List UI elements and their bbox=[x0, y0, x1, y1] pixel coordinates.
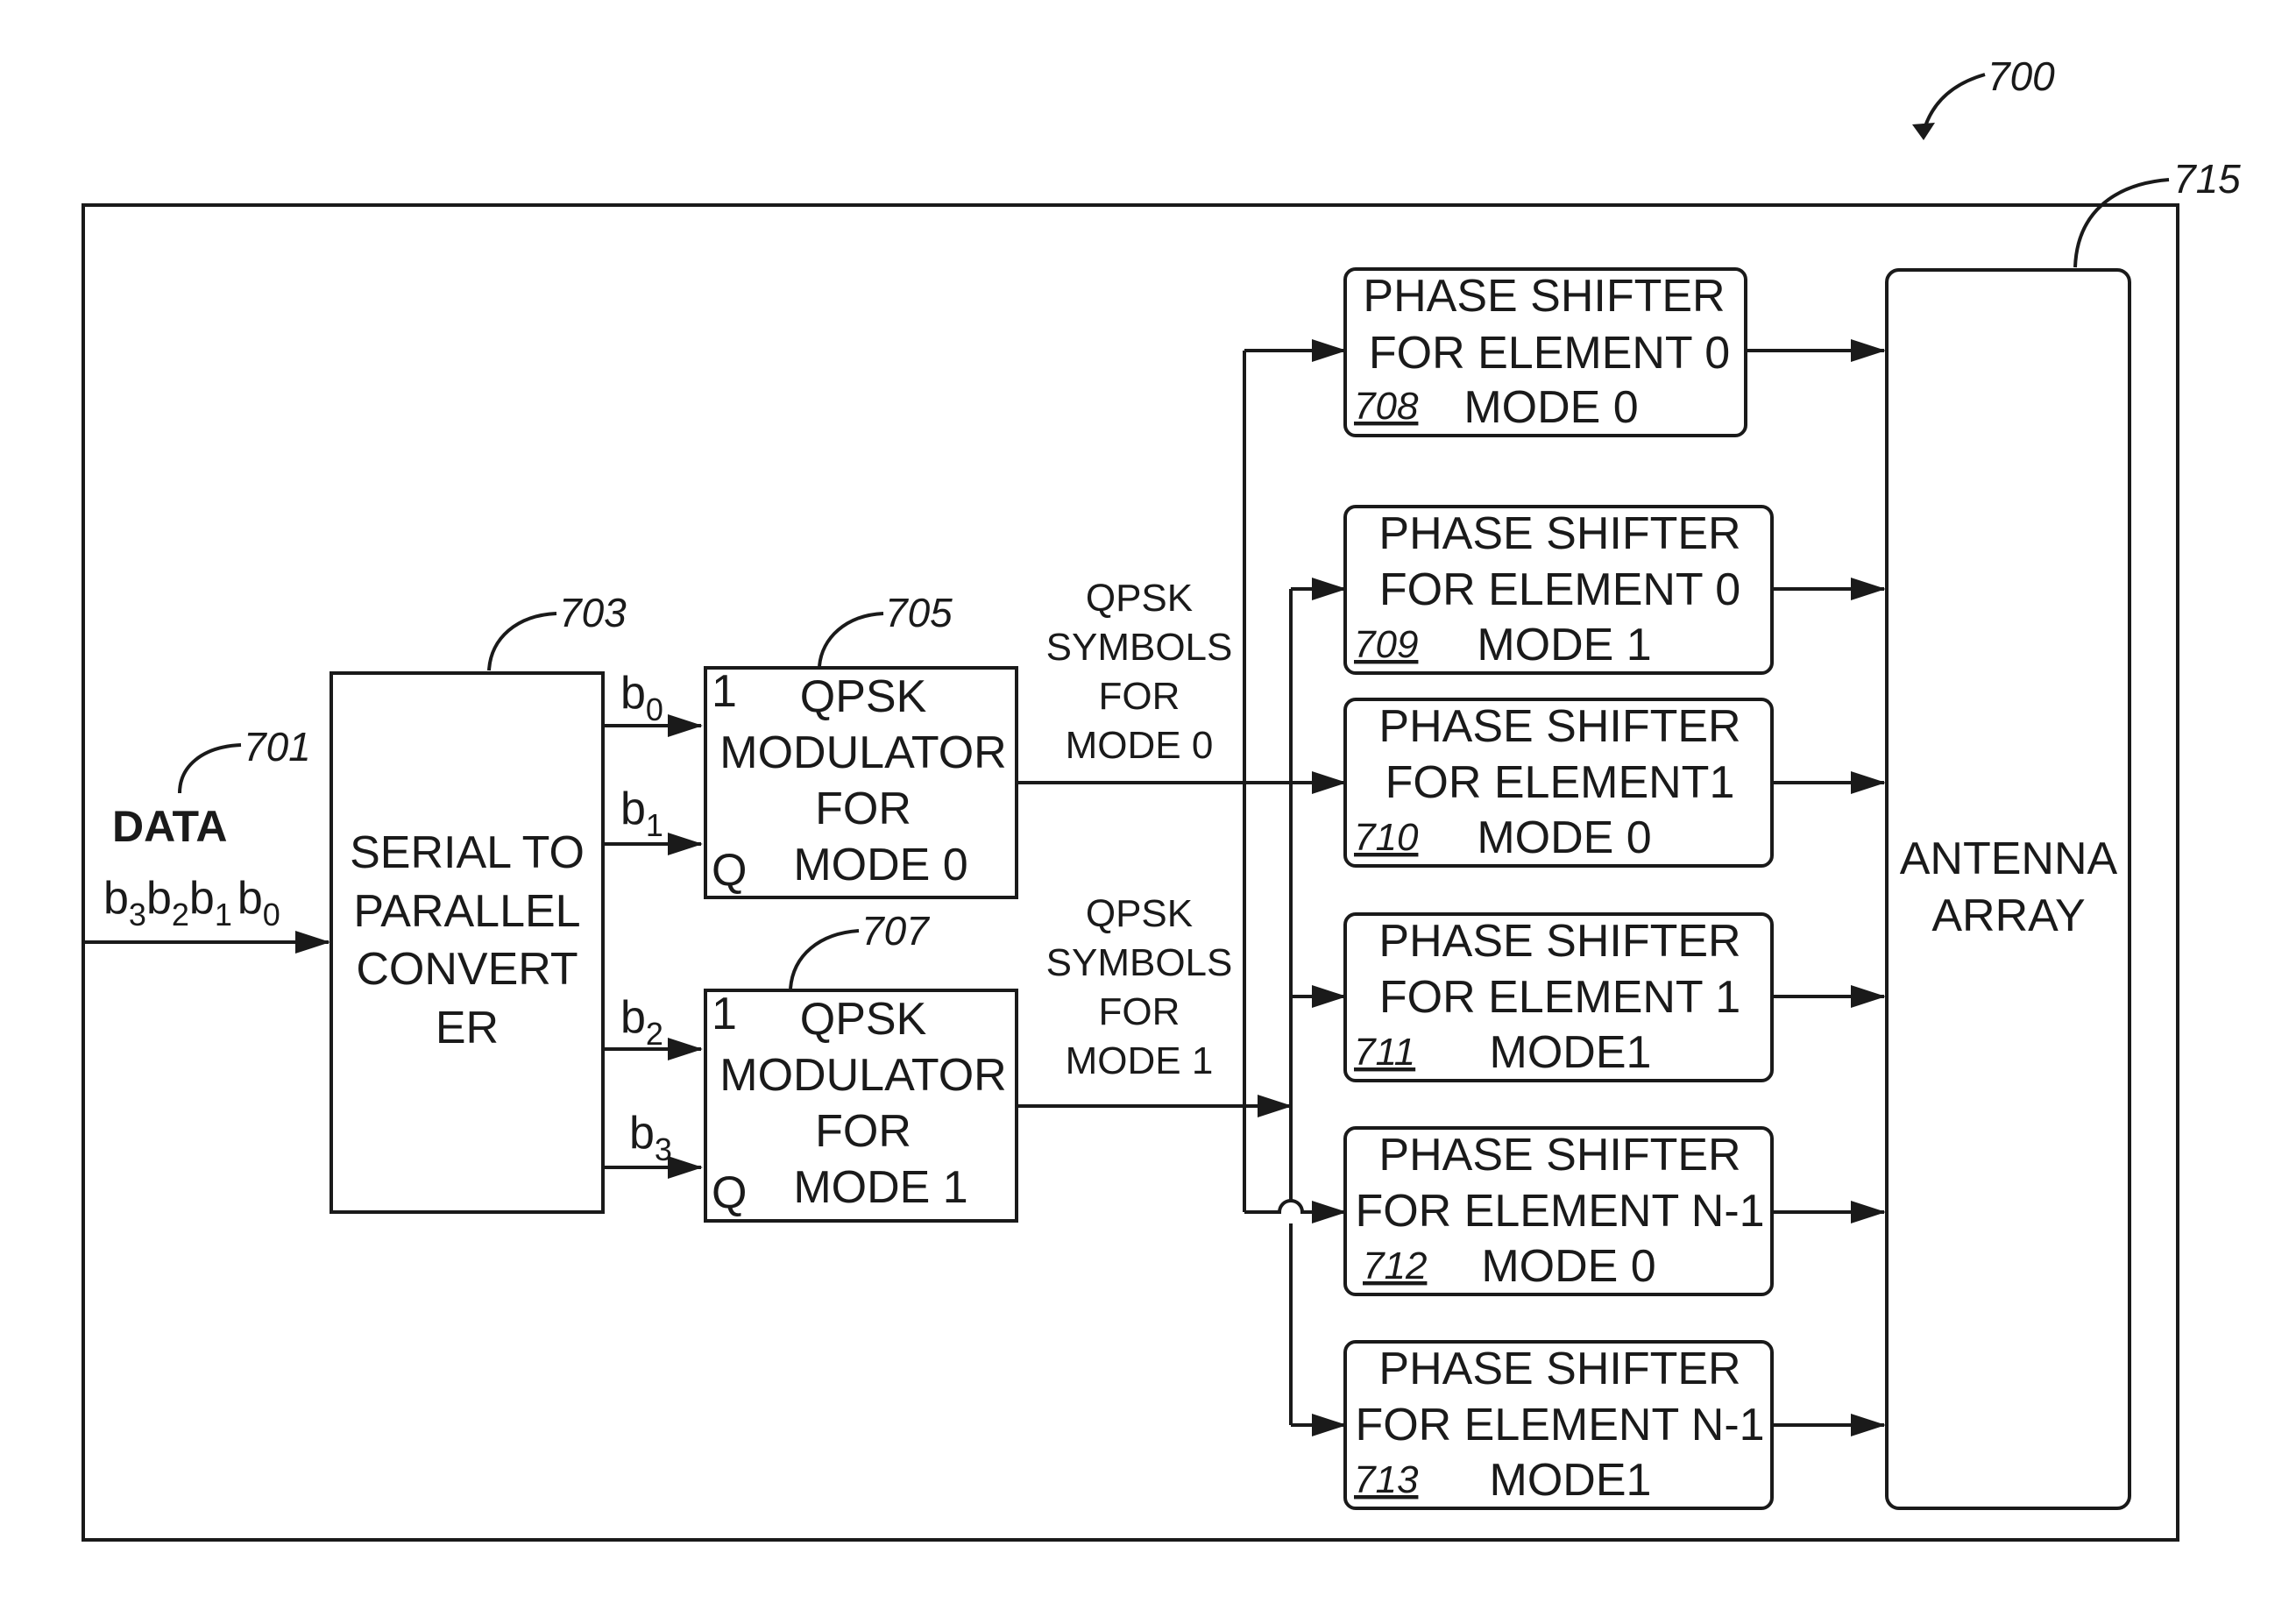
converter-ref-label: 703 bbox=[559, 590, 627, 635]
modulator-0-ref-leader bbox=[819, 613, 883, 666]
modulator-0-port-q: Q bbox=[712, 845, 747, 896]
antenna-line-2: ARRAY bbox=[1931, 890, 2085, 941]
converter-ref-leader bbox=[489, 613, 556, 670]
modulator-1-port-q: Q bbox=[712, 1167, 747, 1218]
modulator-1-ref-leader bbox=[790, 931, 859, 989]
modulator-0-ref-label: 705 bbox=[885, 590, 953, 635]
antenna-array-box bbox=[1887, 270, 2130, 1508]
phase-shifter-713: PHASE SHIFTER FOR ELEMENT N-1 713 MODE1 bbox=[1345, 1342, 1884, 1508]
symbols-1-line-1: QPSK bbox=[1086, 892, 1193, 935]
data-label: DATA bbox=[112, 802, 227, 851]
modulator-1-line-1: QPSK bbox=[800, 994, 927, 1045]
ps-708-ref: 708 bbox=[1354, 385, 1419, 428]
phase-shifter-709: PHASE SHIFTER FOR ELEMENT 0 709 MODE 1 bbox=[1345, 507, 1884, 673]
symbols-0-line-1: QPSK bbox=[1086, 577, 1193, 620]
ps-710-line-1: PHASE SHIFTER bbox=[1378, 701, 1740, 752]
converter-line-1: SERIAL TO bbox=[350, 827, 585, 878]
ps-711-ref: 711 bbox=[1354, 1031, 1415, 1074]
bit-b1-label: b1 bbox=[620, 784, 663, 843]
ps-709-line-1: PHASE SHIFTER bbox=[1378, 508, 1740, 559]
antenna-line-1: ANTENNA bbox=[1900, 833, 2118, 884]
phase-shifter-712: PHASE SHIFTER FOR ELEMENT N-1 712 MODE 0 bbox=[1345, 1128, 1884, 1294]
converter-box bbox=[331, 673, 603, 1212]
phase-shifter-710: PHASE SHIFTER FOR ELEMENT1 710 MODE 0 bbox=[1345, 699, 1884, 866]
bit-output-lines: b0 b1 b2 b3 bbox=[603, 668, 701, 1167]
ps-709-mode: MODE 1 bbox=[1477, 620, 1651, 670]
symbols-1-line-4: MODE 1 bbox=[1066, 1039, 1214, 1082]
outer-ref-label: 715 bbox=[2173, 156, 2241, 202]
mode-0-to-ps-712 bbox=[1244, 1201, 1345, 1212]
converter-line-2: PARALLEL bbox=[353, 886, 580, 937]
figure-ref-arrowhead bbox=[1912, 123, 1935, 140]
qpsk-modulator-mode-0: 705 1 Q QPSK MODULATOR FOR MODE 0 bbox=[705, 590, 1017, 897]
ps-713-line-1: PHASE SHIFTER bbox=[1378, 1344, 1740, 1394]
serial-to-parallel-converter: 703 SERIAL TO PARALLEL CONVERT ER bbox=[331, 590, 627, 1212]
data-ref-leader bbox=[180, 745, 241, 793]
ps-708-mode: MODE 0 bbox=[1463, 382, 1638, 433]
modulator-1-line-4: MODE 1 bbox=[793, 1162, 967, 1213]
modulator-0-line-2: MODULATOR bbox=[719, 727, 1006, 778]
modulator-0-line-1: QPSK bbox=[800, 671, 927, 722]
ps-708-line-2: FOR ELEMENT 0 bbox=[1369, 328, 1730, 379]
ps-713-ref: 713 bbox=[1354, 1458, 1419, 1501]
ps-712-line-2: FOR ELEMENT N-1 bbox=[1355, 1186, 1764, 1237]
bit-b0-label: b0 bbox=[620, 668, 663, 727]
modulator-0-port-i: 1 bbox=[712, 666, 737, 717]
phase-shifter-708: PHASE SHIFTER FOR ELEMENT 0 708 MODE 0 bbox=[1345, 269, 1884, 436]
symbols-1-line-2: SYMBOLS bbox=[1046, 941, 1233, 984]
bit-b3-label: b3 bbox=[629, 1108, 672, 1167]
ps-710-line-2: FOR ELEMENT1 bbox=[1385, 757, 1735, 808]
ps-713-mode: MODE1 bbox=[1490, 1455, 1652, 1506]
ps-711-line-2: FOR ELEMENT 1 bbox=[1379, 972, 1740, 1023]
symbols-mode-0-label: QPSK SYMBOLS FOR MODE 0 bbox=[1046, 577, 1233, 767]
bit-b2-label: b2 bbox=[620, 992, 663, 1052]
ps-713-line-2: FOR ELEMENT N-1 bbox=[1355, 1400, 1764, 1450]
outer-ref-leader bbox=[2075, 180, 2169, 267]
modulator-1-line-3: FOR bbox=[815, 1106, 911, 1157]
data-bit-sequence: b3b2b1b0 bbox=[103, 873, 280, 933]
symbols-0-line-4: MODE 0 bbox=[1066, 724, 1214, 767]
ps-709-ref: 709 bbox=[1354, 623, 1418, 666]
figure-ref-label: 700 bbox=[1988, 53, 2055, 99]
mode-1-distribution-bus bbox=[1017, 589, 1345, 1425]
ps-710-ref: 710 bbox=[1354, 816, 1419, 859]
converter-line-3: CONVERT bbox=[356, 944, 578, 995]
ps-711-mode: MODE1 bbox=[1490, 1027, 1652, 1078]
mode-0-distribution-bus bbox=[1017, 351, 1345, 1212]
modulator-0-line-3: FOR bbox=[815, 784, 911, 834]
phase-shifter-711: PHASE SHIFTER FOR ELEMENT 1 711 MODE1 bbox=[1345, 914, 1884, 1081]
symbols-0-line-3: FOR bbox=[1099, 675, 1180, 718]
qpsk-modulator-mode-1: 707 1 Q QPSK MODULATOR FOR MODE 1 bbox=[705, 908, 1017, 1221]
antenna-array: ANTENNA ARRAY bbox=[1887, 270, 2130, 1508]
ps-712-ref: 712 bbox=[1363, 1245, 1427, 1287]
modulator-0-line-4: MODE 0 bbox=[793, 840, 967, 890]
ps-709-line-2: FOR ELEMENT 0 bbox=[1379, 564, 1740, 615]
modulator-1-ref-label: 707 bbox=[861, 908, 930, 954]
symbols-mode-1-label: QPSK SYMBOLS FOR MODE 1 bbox=[1046, 892, 1233, 1082]
symbols-1-line-3: FOR bbox=[1099, 990, 1180, 1033]
data-ref-label: 701 bbox=[244, 724, 311, 769]
data-input: 701 DATA b3b2b1b0 bbox=[83, 724, 329, 942]
ps-711-line-1: PHASE SHIFTER bbox=[1378, 916, 1740, 967]
ps-710-mode: MODE 0 bbox=[1477, 812, 1651, 863]
ps-712-line-1: PHASE SHIFTER bbox=[1378, 1130, 1740, 1181]
converter-line-4: ER bbox=[436, 1003, 499, 1053]
modulator-1-port-i: 1 bbox=[712, 989, 737, 1039]
ps-712-mode: MODE 0 bbox=[1481, 1241, 1655, 1292]
modulator-1-line-2: MODULATOR bbox=[719, 1050, 1006, 1101]
symbols-0-line-2: SYMBOLS bbox=[1046, 626, 1233, 669]
ps-708-line-1: PHASE SHIFTER bbox=[1363, 271, 1725, 322]
